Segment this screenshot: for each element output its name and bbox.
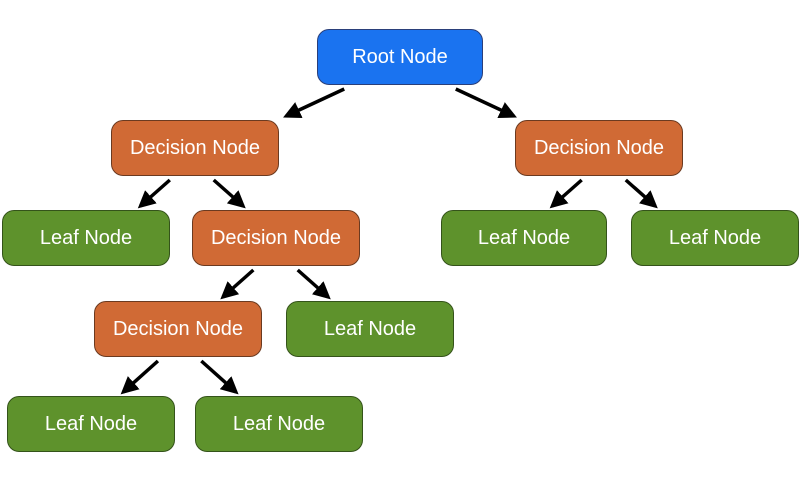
leaf-node-5: Leaf Node	[7, 396, 175, 452]
edge-arrow-d4-l5	[120, 359, 160, 395]
decision-node-4: Decision Node	[94, 301, 262, 357]
decision-node-1: Decision Node	[111, 120, 279, 176]
edge-arrow-d3-l4	[296, 268, 331, 300]
edge-arrow-d3-d4	[220, 268, 255, 300]
leaf-node-6: Leaf Node	[195, 396, 363, 452]
decision-node-3: Decision Node	[192, 210, 360, 266]
leaf-node-3: Leaf Node	[631, 210, 799, 266]
edge-arrow-d2-l3	[624, 178, 658, 209]
leaf-node-1: Leaf Node	[2, 210, 170, 266]
root-node: Root Node	[317, 29, 483, 85]
edge-arrow-root-d2	[455, 87, 517, 119]
edge-arrow-d1-l1	[137, 178, 171, 209]
edge-arrow-d2-l2	[549, 178, 583, 209]
leaf-node-2: Leaf Node	[441, 210, 607, 266]
edge-arrow-d1-d3	[212, 178, 246, 209]
edge-arrow-d4-l6	[200, 359, 239, 395]
decision-node-2: Decision Node	[515, 120, 683, 176]
leaf-node-4: Leaf Node	[286, 301, 454, 357]
edge-arrow-root-d1	[283, 87, 345, 119]
